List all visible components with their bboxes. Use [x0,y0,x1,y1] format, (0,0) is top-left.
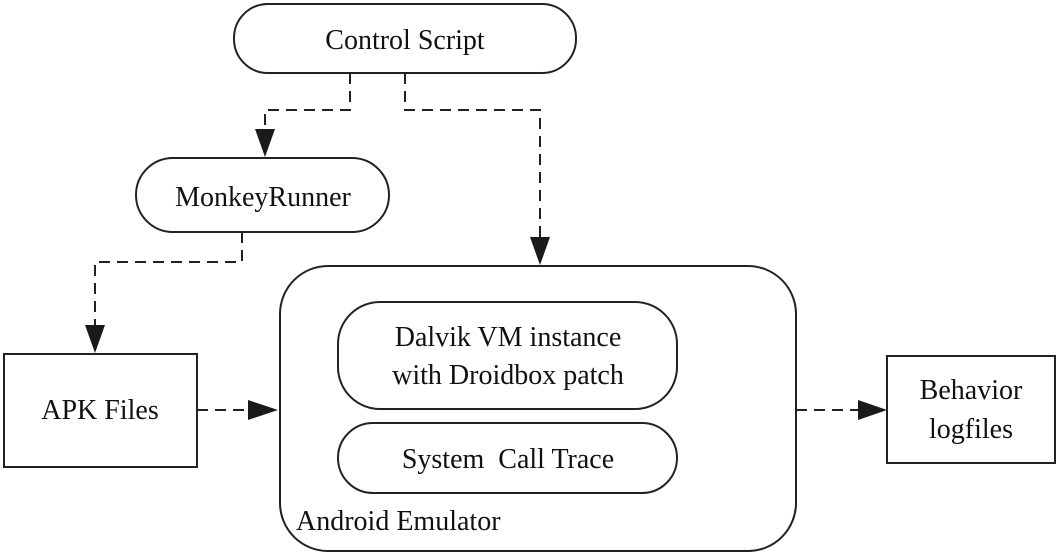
edge-monkeyrunner-to-apk-files [85,232,243,353]
edge-control-script-to-android-emulator [404,73,550,265]
control-script-label: Control Script [325,25,485,56]
system-call-trace-label: System Call Trace [402,444,614,475]
dalvik-vm-label-line2: with Droidbox patch [392,360,624,391]
edge-control-script-to-monkeyrunner [255,73,351,157]
apk-files-label: APK Files [41,395,158,426]
edge-android-emulator-to-behavior-logfiles [796,400,887,420]
arrowhead [248,400,278,420]
node-monkeyrunner: MonkeyRunner [135,157,390,233]
edge-apk-files-to-android-emulator [197,400,278,420]
arrowhead [255,129,275,157]
arrowhead [530,237,550,265]
arrowhead [85,325,105,353]
android-emulator-label: Android Emulator [296,506,501,537]
dalvik-vm-label-line1: Dalvik VM instance [395,322,622,353]
node-behavior-logfiles: Behavior logfiles [886,355,1056,464]
monkeyrunner-label: MonkeyRunner [175,182,351,213]
arrowhead [858,400,887,420]
behavior-logfiles-label-line2: logfiles [929,414,1013,445]
behavior-logfiles-label-line1: Behavior [920,375,1023,406]
node-system-call-trace: System Call Trace [337,422,678,494]
node-dalvik-vm: Dalvik VM instance with Droidbox patch [337,301,678,410]
node-control-script: Control Script [233,3,577,74]
node-apk-files: APK Files [3,353,198,468]
